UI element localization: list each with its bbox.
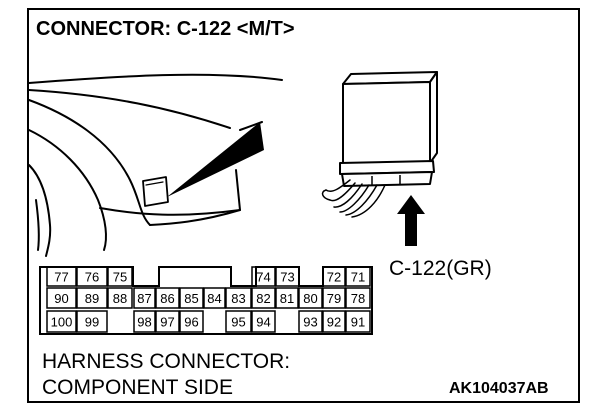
pin-number-73: 73: [280, 270, 294, 285]
pin-number-90: 90: [54, 291, 68, 306]
pin-number-71: 71: [351, 270, 365, 285]
pin-cell: [345, 310, 371, 333]
pin-cell: [133, 287, 156, 309]
pin-cell: [251, 266, 276, 287]
pin-cell: [225, 310, 252, 333]
pin-cell: [46, 287, 77, 309]
arrow-up-icon: [397, 195, 425, 246]
pin-number-98: 98: [137, 315, 151, 330]
caption-line-1: HARNESS CONNECTOR:: [42, 350, 291, 373]
pin-number-82: 82: [256, 291, 270, 306]
pin-number-86: 86: [160, 291, 174, 306]
caption-line-2: COMPONENT SIDE: [42, 376, 233, 399]
ecu-unit: [339, 71, 438, 187]
pin-cell: [76, 287, 108, 309]
pin-cell: [107, 266, 133, 287]
pin-cell: [345, 287, 371, 309]
pin-cell: [275, 266, 300, 287]
pin-cell: [345, 266, 371, 287]
pin-number-100: 100: [51, 315, 73, 330]
pin-cell: [46, 310, 77, 333]
pin-number-80: 80: [303, 291, 317, 306]
pin-number-88: 88: [113, 291, 127, 306]
pin-number-91: 91: [351, 315, 365, 330]
pin-cell: [322, 287, 346, 309]
pin-number-95: 95: [231, 315, 245, 330]
page-title: CONNECTOR: C-122 <M/T>: [36, 18, 295, 40]
pin-cell: [298, 310, 323, 333]
wire-harness: [321, 179, 386, 218]
pin-number-76: 76: [85, 270, 99, 285]
pin-number-96: 96: [184, 315, 198, 330]
diagram-frame: [27, 8, 580, 403]
pin-number-81: 81: [280, 291, 294, 306]
pin-cell: [251, 310, 276, 333]
pin-cell: [322, 266, 346, 287]
pin-cell: [298, 287, 323, 309]
pin-cell: [225, 287, 252, 309]
pin-number-83: 83: [231, 291, 245, 306]
pin-cell: [107, 287, 133, 309]
pin-number-94: 94: [256, 315, 270, 330]
pin-number-87: 87: [137, 291, 151, 306]
pin-cell: [76, 310, 108, 333]
pin-cell: [155, 310, 180, 333]
pin-cell: [133, 310, 156, 333]
pin-number-97: 97: [160, 315, 174, 330]
connector-callout-label: C-122(GR): [389, 257, 492, 280]
pin-number-78: 78: [351, 291, 365, 306]
pin-number-74: 74: [256, 270, 270, 285]
pin-grid: 77 76 75 74 73 72 71 90 89 88 87 86 85 84 83 82 81 80 79 78…: [46, 266, 371, 333]
pin-cell: [322, 310, 346, 333]
pin-cell: [76, 266, 108, 287]
pin-cell: [46, 266, 77, 287]
pin-number-85: 85: [184, 291, 198, 306]
pin-number-92: 92: [327, 315, 341, 330]
pin-number-77: 77: [54, 270, 68, 285]
pin-cell: [203, 287, 226, 309]
pin-number-75: 75: [113, 270, 127, 285]
pin-cell: [275, 287, 299, 309]
pin-number-93: 93: [303, 315, 317, 330]
pin-cell: [155, 287, 180, 309]
pin-number-79: 79: [327, 291, 341, 306]
pin-cell: [179, 310, 204, 333]
location-pointer: [167, 122, 264, 197]
pin-cell: [251, 287, 276, 309]
pin-number-84: 84: [207, 291, 221, 306]
dashboard-drawing: [28, 73, 283, 257]
pin-cell: [179, 287, 204, 309]
pin-number-99: 99: [85, 315, 99, 330]
pin-number-89: 89: [85, 291, 99, 306]
pin-number-72: 72: [327, 270, 341, 285]
figure-id: AK104037AB: [449, 380, 549, 397]
